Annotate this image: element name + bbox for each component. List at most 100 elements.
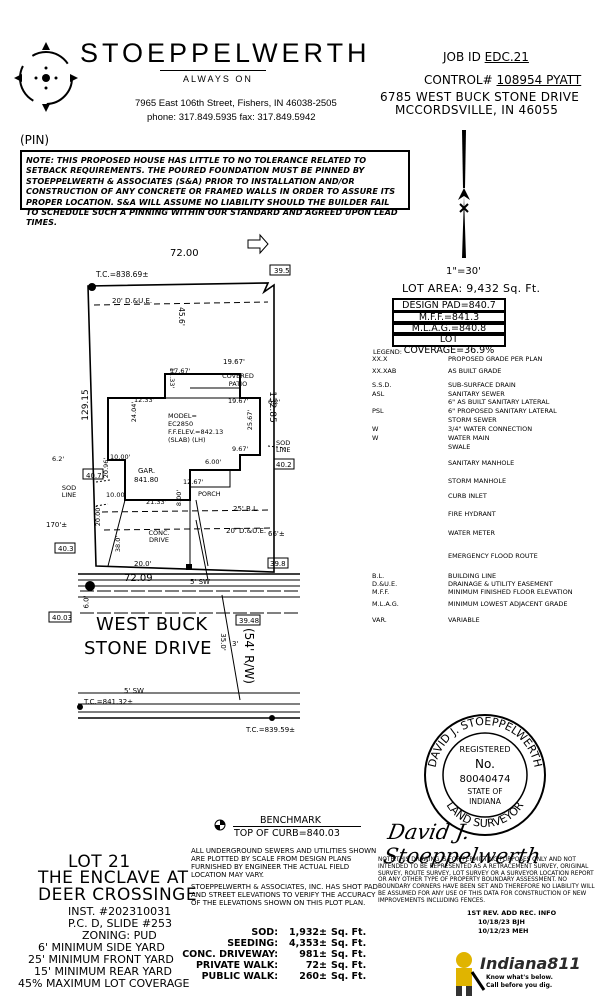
seal-no: No. xyxy=(475,757,495,771)
sanitary-manhole-icon xyxy=(88,283,96,291)
legend-item: 6" AS BUILT SANITARY LATERAL xyxy=(372,398,604,406)
grade-407: 40.7 xyxy=(86,472,102,480)
elevation-note: STOEPPELWERTH & ASSOCIATES, INC. HAS SHO… xyxy=(191,883,378,907)
dim-1233: 12.33' xyxy=(134,396,155,404)
legend-symbol: W xyxy=(372,425,379,433)
legend-symbol: VAR. xyxy=(372,616,387,624)
dim-1000-a: 10.00' xyxy=(110,453,131,461)
dim-2567: 25.67' xyxy=(246,409,255,431)
subdivision-line-1: THE ENCLAVE AT xyxy=(38,868,189,888)
legend-item: EMERGENCY FLOOD ROUTE xyxy=(372,552,604,560)
ff-elevation: F.F.ELEV.=842.13 xyxy=(168,428,224,436)
garage-elev: 841.80 xyxy=(134,476,159,484)
dim-62-left: 6.2' xyxy=(52,455,65,463)
tc-bottom-right: T.C.=839.59± xyxy=(246,726,296,734)
lot-number: LOT 21 xyxy=(68,852,131,872)
revision-2: 10/18/23 BJH xyxy=(478,918,525,926)
revision-3: 10/12/23 MEH xyxy=(478,927,529,935)
area-row: CONC. DRIVEWAY:981±Sq. Ft. xyxy=(180,949,371,960)
dim-1967-b: 19.67' xyxy=(228,397,249,405)
area-value: 72± xyxy=(305,960,327,971)
dim-3: 3' xyxy=(232,640,239,648)
legend-symbol: D.&U.E. xyxy=(372,580,398,588)
stoeppelwerth-logo-icon xyxy=(14,42,78,112)
property-street: 6785 WEST BUCK STONE DRIVE xyxy=(380,90,580,104)
benchmark-title: BENCHMARK xyxy=(260,815,321,826)
legend-item: SWALE xyxy=(372,443,604,451)
instrument-number: INST. #202310031 xyxy=(68,905,172,918)
legend-symbol: XX.XAB xyxy=(372,367,397,375)
grade-4003: 40.03 xyxy=(52,614,73,622)
dim-60: 6.0' xyxy=(82,595,91,609)
grade-403: 40.3 xyxy=(58,545,74,553)
legend-item: FIRE HYDRANT xyxy=(372,510,604,518)
slab-lh: (SLAB) (LH) xyxy=(168,436,206,444)
legend-text: PROPOSED GRADE PER PLAN xyxy=(448,355,543,363)
legend-item: B.L.BUILDING LINE xyxy=(372,572,604,580)
seal-registered: REGISTERED xyxy=(460,745,511,754)
area-label: PRIVATE WALK: xyxy=(195,960,278,971)
seal-state-of: STATE OF xyxy=(467,787,502,796)
legend-text: AS BUILT GRADE xyxy=(448,367,502,375)
area-label: CONC. DRIVEWAY: xyxy=(182,949,278,960)
legend-symbol: XX.X xyxy=(372,355,388,363)
dim-1000-b: 10.00' xyxy=(106,491,127,499)
legend-item: VAR.VARIABLE xyxy=(372,616,604,624)
indiana-811-brand: Indiana811 xyxy=(480,954,581,973)
legend-symbol: W xyxy=(372,434,379,442)
design-pad-box: DESIGN PAD=840.7 xyxy=(392,298,506,313)
indiana-811-line1: Know what's below. xyxy=(486,974,553,981)
dim-1967-a: 19.67' xyxy=(223,358,245,366)
area-value: 4,353± xyxy=(288,938,327,949)
legend-item: STORM MANHOLE xyxy=(372,477,604,485)
mlag-box: M.L.A.G.=840.8 xyxy=(392,321,506,336)
legend-symbol: M.F.F. xyxy=(372,588,390,596)
front-yard: 25' MINIMUM FRONT YARD xyxy=(28,953,174,966)
legend-symbol: B.L. xyxy=(372,572,385,580)
legend-text: CURB INLET xyxy=(448,492,487,500)
dim-1767: 17.67' xyxy=(170,367,191,375)
company-phones: phone: 317.849.5935 fax: 317.849.5942 xyxy=(147,112,316,123)
benchmark-rule xyxy=(233,826,361,827)
benchmark-value: TOP OF CURB=840.03 xyxy=(234,828,340,839)
legend-item: STORM SEWER xyxy=(372,416,604,424)
company-tagline: ALWAYS ON xyxy=(183,74,253,84)
legend-text: MINIMUM FINISHED FLOOR ELEVATION xyxy=(448,588,573,596)
dim-456: 45.6' xyxy=(176,307,186,326)
fire-hydrant-icon xyxy=(85,581,95,591)
area-row: PRIVATE WALK: 72± Sq. Ft. xyxy=(180,960,371,971)
company-address: 7965 East 106th Street, Fishers, IN 4603… xyxy=(135,98,337,109)
area-row: SEEDING:4,353±Sq. Ft. xyxy=(180,938,371,949)
legend-text: 6" AS BUILT SANITARY LATERAL xyxy=(448,398,550,406)
legend-text: SUB-SURFACE DRAIN xyxy=(448,381,516,389)
grade-395: 39.5 xyxy=(274,267,290,275)
grade-3948: 39.48 xyxy=(239,617,260,625)
right-dimension: 132.85 xyxy=(266,391,277,423)
dim-800: 8.00' xyxy=(175,489,184,507)
dim-66: 66'± xyxy=(268,530,285,538)
dim-2000: 20.00' xyxy=(94,505,103,527)
water-meter-icon xyxy=(186,564,192,570)
legend-item: XX.X PROPOSED GRADE PER PLAN xyxy=(372,355,604,363)
legend-item: SANITARY MANHOLE xyxy=(372,459,604,467)
dim-967: 9.67' xyxy=(232,445,249,453)
dim-62-right: 6.2' xyxy=(268,398,281,406)
property-city: MCCORDSVILLE, IN 46055 xyxy=(395,103,559,117)
garage-label: GAR. xyxy=(138,467,156,475)
area-unit: Sq. Ft. xyxy=(331,960,367,971)
legend-text: EMERGENCY FLOOD ROUTE xyxy=(448,552,538,560)
surveyor-seal-icon: DAVID J. STOEPPELWERTH LAND SURVEYOR REG… xyxy=(424,714,546,836)
left-dimension: 129.15 xyxy=(80,389,91,421)
legend-text: FIRE HYDRANT xyxy=(448,510,496,518)
area-label: SOD: xyxy=(251,927,278,938)
conc-drive: CONC. DRIVE xyxy=(148,529,170,544)
dim-170: 170'± xyxy=(46,521,68,529)
legend-symbol: M.L.A.G. xyxy=(372,600,399,608)
area-unit: Sq. Ft. xyxy=(331,938,367,949)
company-name: STOEPPELWERTH xyxy=(80,38,371,68)
area-unit: Sq. Ft. xyxy=(331,927,367,938)
control-number: CONTROL# 108954 PYATT xyxy=(424,73,582,87)
legend-item: M.L.A.G.MINIMUM LOWEST ADJACENT GRADE xyxy=(372,600,604,608)
legend-item: M.F.F. MINIMUM FINISHED FLOOR ELEVATION xyxy=(372,588,604,596)
